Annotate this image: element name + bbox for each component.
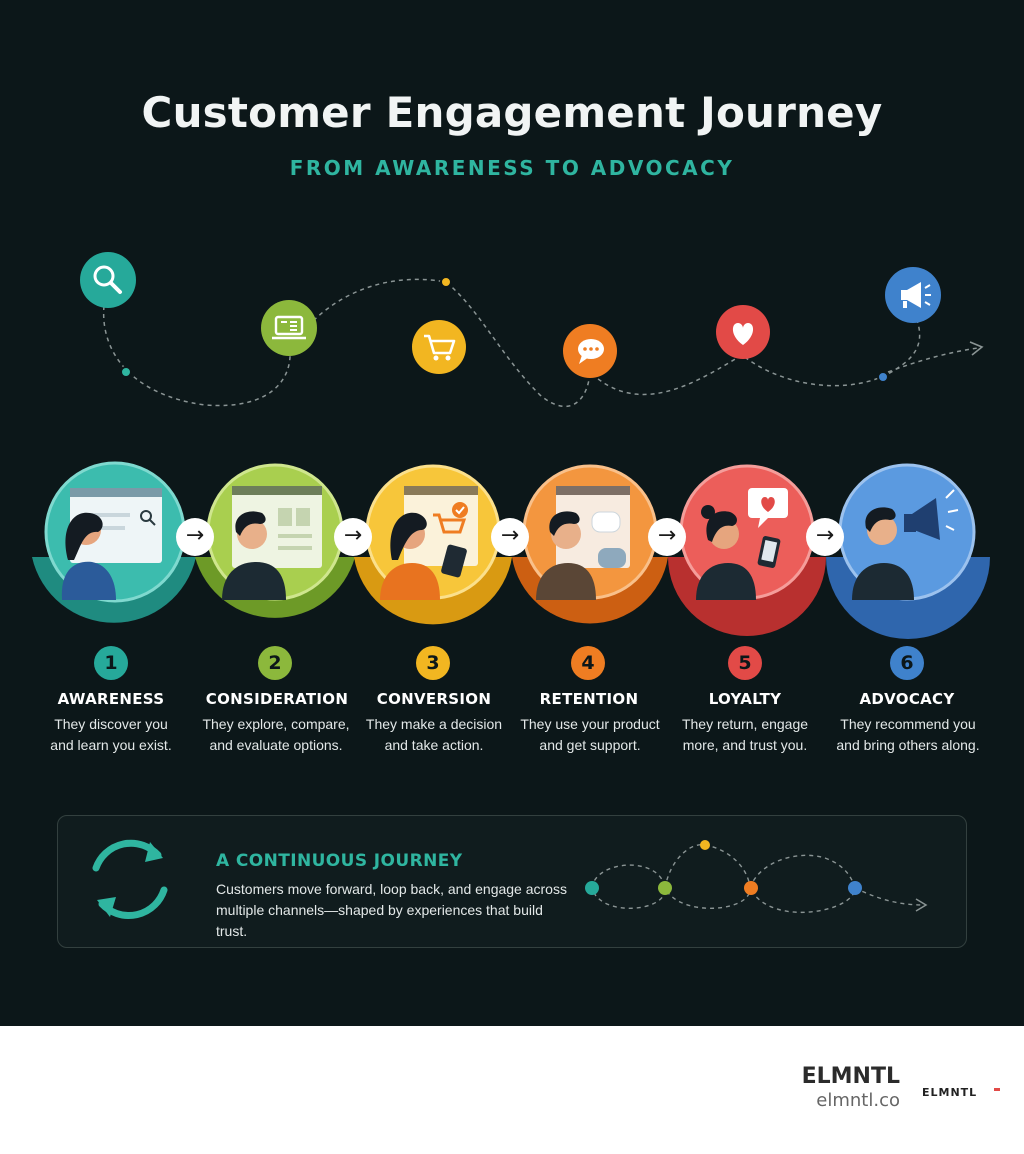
chat-bubble-icon xyxy=(563,324,617,378)
stage-number-awareness: 1 xyxy=(94,646,128,680)
next-arrow-1: → xyxy=(176,518,214,556)
stage-desc-line: and get support. xyxy=(539,737,641,753)
stage-illustration-awareness xyxy=(32,461,196,623)
next-arrow-5: → xyxy=(806,518,844,556)
stage-desc-line: and learn you exist. xyxy=(50,737,172,753)
loop-arrows-icon xyxy=(92,839,168,919)
stage-desc-line: more, and trust you. xyxy=(682,737,808,753)
stage-number-advocacy: 6 xyxy=(890,646,924,680)
stage-name-conversion: CONVERSION xyxy=(376,690,492,708)
stage-desc-awareness: They discover you and learn you exist. xyxy=(31,714,191,756)
stage-desc-consideration: They explore, compare, and evaluate opti… xyxy=(196,714,356,756)
stage-number-loyalty: 5 xyxy=(728,646,762,680)
stage-name-loyalty: LOYALTY xyxy=(708,690,782,708)
shopping-cart-icon xyxy=(412,320,466,374)
footer-brand: ELMNTL xyxy=(801,1064,900,1089)
stage-desc-loyalty: They return, engage more, and trust you. xyxy=(665,714,825,756)
stage-name-awareness: AWARENESS xyxy=(57,690,165,708)
stage-number-retention: 4 xyxy=(571,646,605,680)
stage-illustration-loyalty xyxy=(668,464,826,636)
stage-number-consideration: 2 xyxy=(258,646,292,680)
stage-desc-line: and bring others along. xyxy=(836,737,980,753)
next-arrow-4: → xyxy=(648,518,686,556)
panel-text-line: multiple channels—shaped by experiences … xyxy=(216,902,543,939)
laptop-list-icon xyxy=(261,300,317,356)
stage-desc-line: They discover you xyxy=(54,716,168,732)
stage-desc-line: They make a decision xyxy=(365,716,503,732)
megaphone-icon xyxy=(885,267,941,323)
page-title: Customer Engagement Journey xyxy=(141,88,883,137)
journey-path-arrowhead xyxy=(969,341,984,356)
stage-illustration-advocacy xyxy=(826,463,990,639)
stage-name-consideration: CONSIDERATION xyxy=(205,690,349,708)
stage-name-advocacy: ADVOCACY xyxy=(859,690,955,708)
page-subtitle: FROM AWARENESS TO ADVOCACY xyxy=(289,156,735,180)
footer-logo-text: ELMNTL xyxy=(922,1086,977,1099)
stage-illustration-retention xyxy=(512,464,668,624)
footer-url: elmntl.co xyxy=(816,1090,900,1111)
stage-illustration-consideration xyxy=(195,463,355,618)
path-dot xyxy=(440,276,452,288)
heart-icon xyxy=(716,305,770,359)
panel-text-line: Customers move forward, loop back, and e… xyxy=(216,881,567,897)
stage-desc-line: and take action. xyxy=(384,737,484,753)
journey-path-line xyxy=(102,278,921,408)
footer-logo: ELMNTL xyxy=(922,1086,1000,1099)
panel-text: Customers move forward, loop back, and e… xyxy=(216,879,576,942)
stage-number-conversion: 3 xyxy=(416,646,450,680)
continuous-journey-panel xyxy=(57,815,967,948)
stage-desc-retention: They use your product and get support. xyxy=(510,714,670,756)
loop-path-diagram xyxy=(585,840,928,914)
stage-desc-line: They use your product xyxy=(520,716,660,732)
stage-illustration-conversion xyxy=(354,464,512,625)
stage-name-retention: RETENTION xyxy=(539,690,639,708)
stage-illustrations xyxy=(32,461,990,639)
stage-desc-line: They explore, compare, xyxy=(202,716,350,732)
next-arrow-3: → xyxy=(491,518,529,556)
journey-path xyxy=(80,252,984,408)
panel-graphics xyxy=(92,839,928,919)
journey-path-tail xyxy=(887,347,979,373)
path-dot xyxy=(120,366,132,378)
path-dot xyxy=(877,371,889,383)
stage-desc-conversion: They make a decision and take action. xyxy=(354,714,514,756)
stage-desc-line: and evaluate options. xyxy=(209,737,343,753)
next-arrow-2: → xyxy=(334,518,372,556)
magnifier-icon xyxy=(80,252,136,308)
stage-desc-line: They recommend you xyxy=(840,716,976,732)
panel-title: A CONTINUOUS JOURNEY xyxy=(216,851,463,871)
stage-desc-line: They return, engage xyxy=(681,716,809,732)
stage-desc-advocacy: They recommend you and bring others alon… xyxy=(828,714,988,756)
infographic-canvas: Customer Engagement Journey FROM AWARENE… xyxy=(0,0,1024,1026)
